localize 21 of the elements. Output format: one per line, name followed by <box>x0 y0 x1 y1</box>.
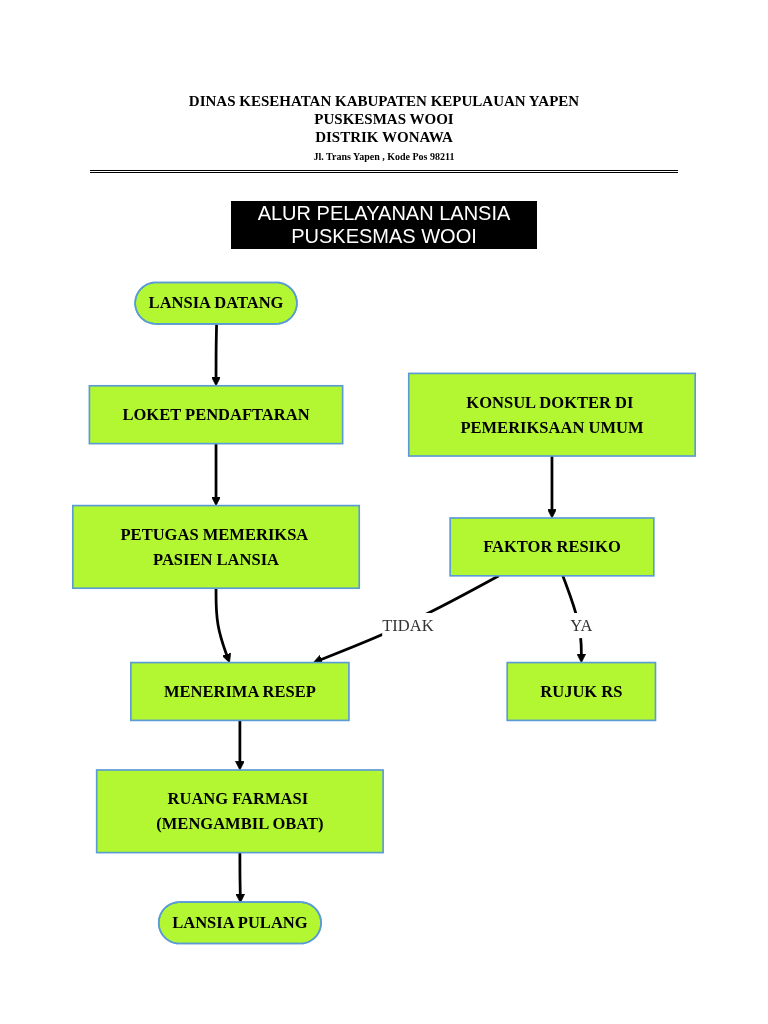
node-box: FAKTOR RESIKO <box>449 517 655 577</box>
node-box: LOKET PENDAFTARAN <box>88 384 344 445</box>
node-box: RUANG FARMASI (MENGAMBIL OBAT) <box>95 769 384 854</box>
edge-label: TIDAK <box>382 616 434 634</box>
arrow <box>211 443 221 507</box>
edge-label: YA <box>570 616 593 634</box>
arrow <box>211 324 221 387</box>
node-box: PETUGAS MEMERIKSA PASIEN LANSIA <box>72 504 361 590</box>
arrow <box>235 720 245 771</box>
node-box: KONSUL DOKTER DI PEMERIKSAAN UMUM <box>407 372 696 457</box>
address-text: Jl. Trans Yapen , Kode Pos 98211 <box>313 151 455 162</box>
arrow <box>547 456 557 519</box>
arrow <box>312 574 500 664</box>
title: ALUR PELAYANAN LANSIA PUSKESMAS WOOI <box>231 201 537 249</box>
node-box: MENERIMA RESEP <box>130 661 350 722</box>
letterhead-text: DINAS KESEHATAN KABUPATEN KEPULAUAN YAPEN <box>188 92 580 110</box>
arrow <box>214 588 232 663</box>
letterhead-text: PUSKESMAS WOOI <box>314 110 454 128</box>
node-box: RUJUK RS <box>506 661 657 722</box>
arrow <box>235 852 246 904</box>
letterhead-text: DISTRIK WONAWA <box>315 128 453 146</box>
